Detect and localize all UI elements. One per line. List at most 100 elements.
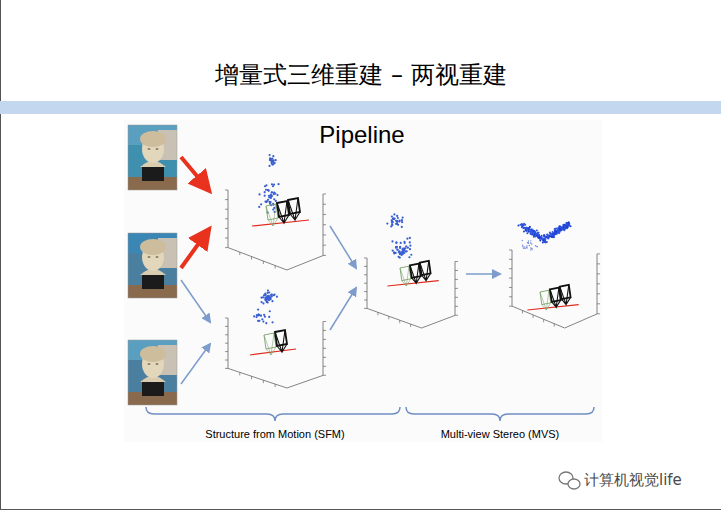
bust-hair xyxy=(140,239,166,255)
point xyxy=(267,289,269,291)
point xyxy=(396,223,398,225)
tick xyxy=(509,268,512,269)
dense-point xyxy=(526,232,528,234)
point xyxy=(409,241,411,243)
mvs-plot xyxy=(509,221,600,328)
tick xyxy=(225,209,228,210)
subtitle: Pipeline xyxy=(319,121,404,149)
dense-point xyxy=(546,234,548,236)
figure-ground xyxy=(124,120,602,442)
header-band xyxy=(0,101,721,114)
plot-axis xyxy=(565,314,597,328)
dense-point xyxy=(523,227,525,229)
point xyxy=(267,301,269,303)
bust-eye xyxy=(156,148,159,150)
arrow-group xyxy=(181,157,500,384)
tick xyxy=(597,273,600,274)
tick xyxy=(455,270,458,271)
point xyxy=(407,247,409,249)
camera-frustum xyxy=(264,333,276,349)
point xyxy=(271,183,273,185)
photo-frame xyxy=(128,340,177,405)
point xyxy=(271,191,273,193)
photo-frame xyxy=(128,125,177,190)
camera-baseline xyxy=(527,305,578,310)
point xyxy=(275,159,277,161)
point xyxy=(397,217,399,219)
point xyxy=(272,155,274,157)
plot-axis xyxy=(228,248,287,270)
camera-baseline xyxy=(252,220,309,226)
dense-point xyxy=(536,234,538,236)
tick xyxy=(364,258,367,259)
dense-point xyxy=(561,227,563,229)
point xyxy=(270,194,272,196)
point xyxy=(264,191,266,193)
tick xyxy=(323,375,326,376)
plot-axis xyxy=(228,368,287,388)
dense-point xyxy=(537,236,539,238)
point xyxy=(404,242,406,244)
point xyxy=(268,165,270,167)
blue-arrow xyxy=(330,226,356,268)
photo-frame xyxy=(128,233,177,298)
tick xyxy=(225,218,228,219)
point xyxy=(524,248,525,249)
point xyxy=(268,295,270,297)
tick xyxy=(225,190,228,191)
point xyxy=(396,220,398,222)
point xyxy=(523,247,524,248)
dense-point xyxy=(542,239,544,241)
point xyxy=(258,206,260,208)
tick xyxy=(455,297,458,298)
dense-point xyxy=(562,226,564,228)
point xyxy=(277,183,279,185)
point xyxy=(527,242,528,243)
point xyxy=(264,296,266,298)
point xyxy=(274,192,276,194)
camera-frustum xyxy=(540,290,551,310)
tick xyxy=(323,214,326,215)
point xyxy=(255,316,257,318)
pedestal xyxy=(142,380,164,396)
point xyxy=(522,245,523,246)
point xyxy=(391,223,393,225)
dense-point xyxy=(552,231,554,233)
point xyxy=(262,320,264,322)
tick xyxy=(597,263,600,264)
point xyxy=(403,249,405,251)
dense-point xyxy=(543,234,545,236)
dense-point xyxy=(522,227,524,229)
dense-point xyxy=(543,234,545,236)
dense-point xyxy=(543,235,545,237)
point xyxy=(528,240,529,241)
point xyxy=(276,194,278,196)
dense-point xyxy=(568,221,570,223)
point xyxy=(408,256,410,258)
dense-point xyxy=(556,232,558,234)
point xyxy=(528,242,529,243)
photo-background xyxy=(128,233,177,298)
dense-point xyxy=(538,234,540,236)
blue-arrow xyxy=(181,344,210,384)
camera-frustum xyxy=(400,266,411,286)
wechat-icon xyxy=(559,472,580,489)
bust-eye xyxy=(156,256,159,258)
camera-frustum xyxy=(264,333,276,355)
dense-point xyxy=(538,236,540,238)
point xyxy=(398,250,400,252)
dense-point xyxy=(555,231,557,233)
dense-point xyxy=(534,230,536,232)
dense-point xyxy=(531,229,533,231)
plot-axis xyxy=(287,256,323,270)
dense-point xyxy=(537,232,539,234)
tick xyxy=(509,306,512,307)
tick xyxy=(323,357,326,358)
point xyxy=(269,154,271,156)
dense-point xyxy=(554,228,556,230)
tick xyxy=(509,250,512,251)
point xyxy=(256,314,258,316)
point xyxy=(395,247,397,249)
dense-point xyxy=(553,235,555,237)
dense-point xyxy=(536,229,538,231)
